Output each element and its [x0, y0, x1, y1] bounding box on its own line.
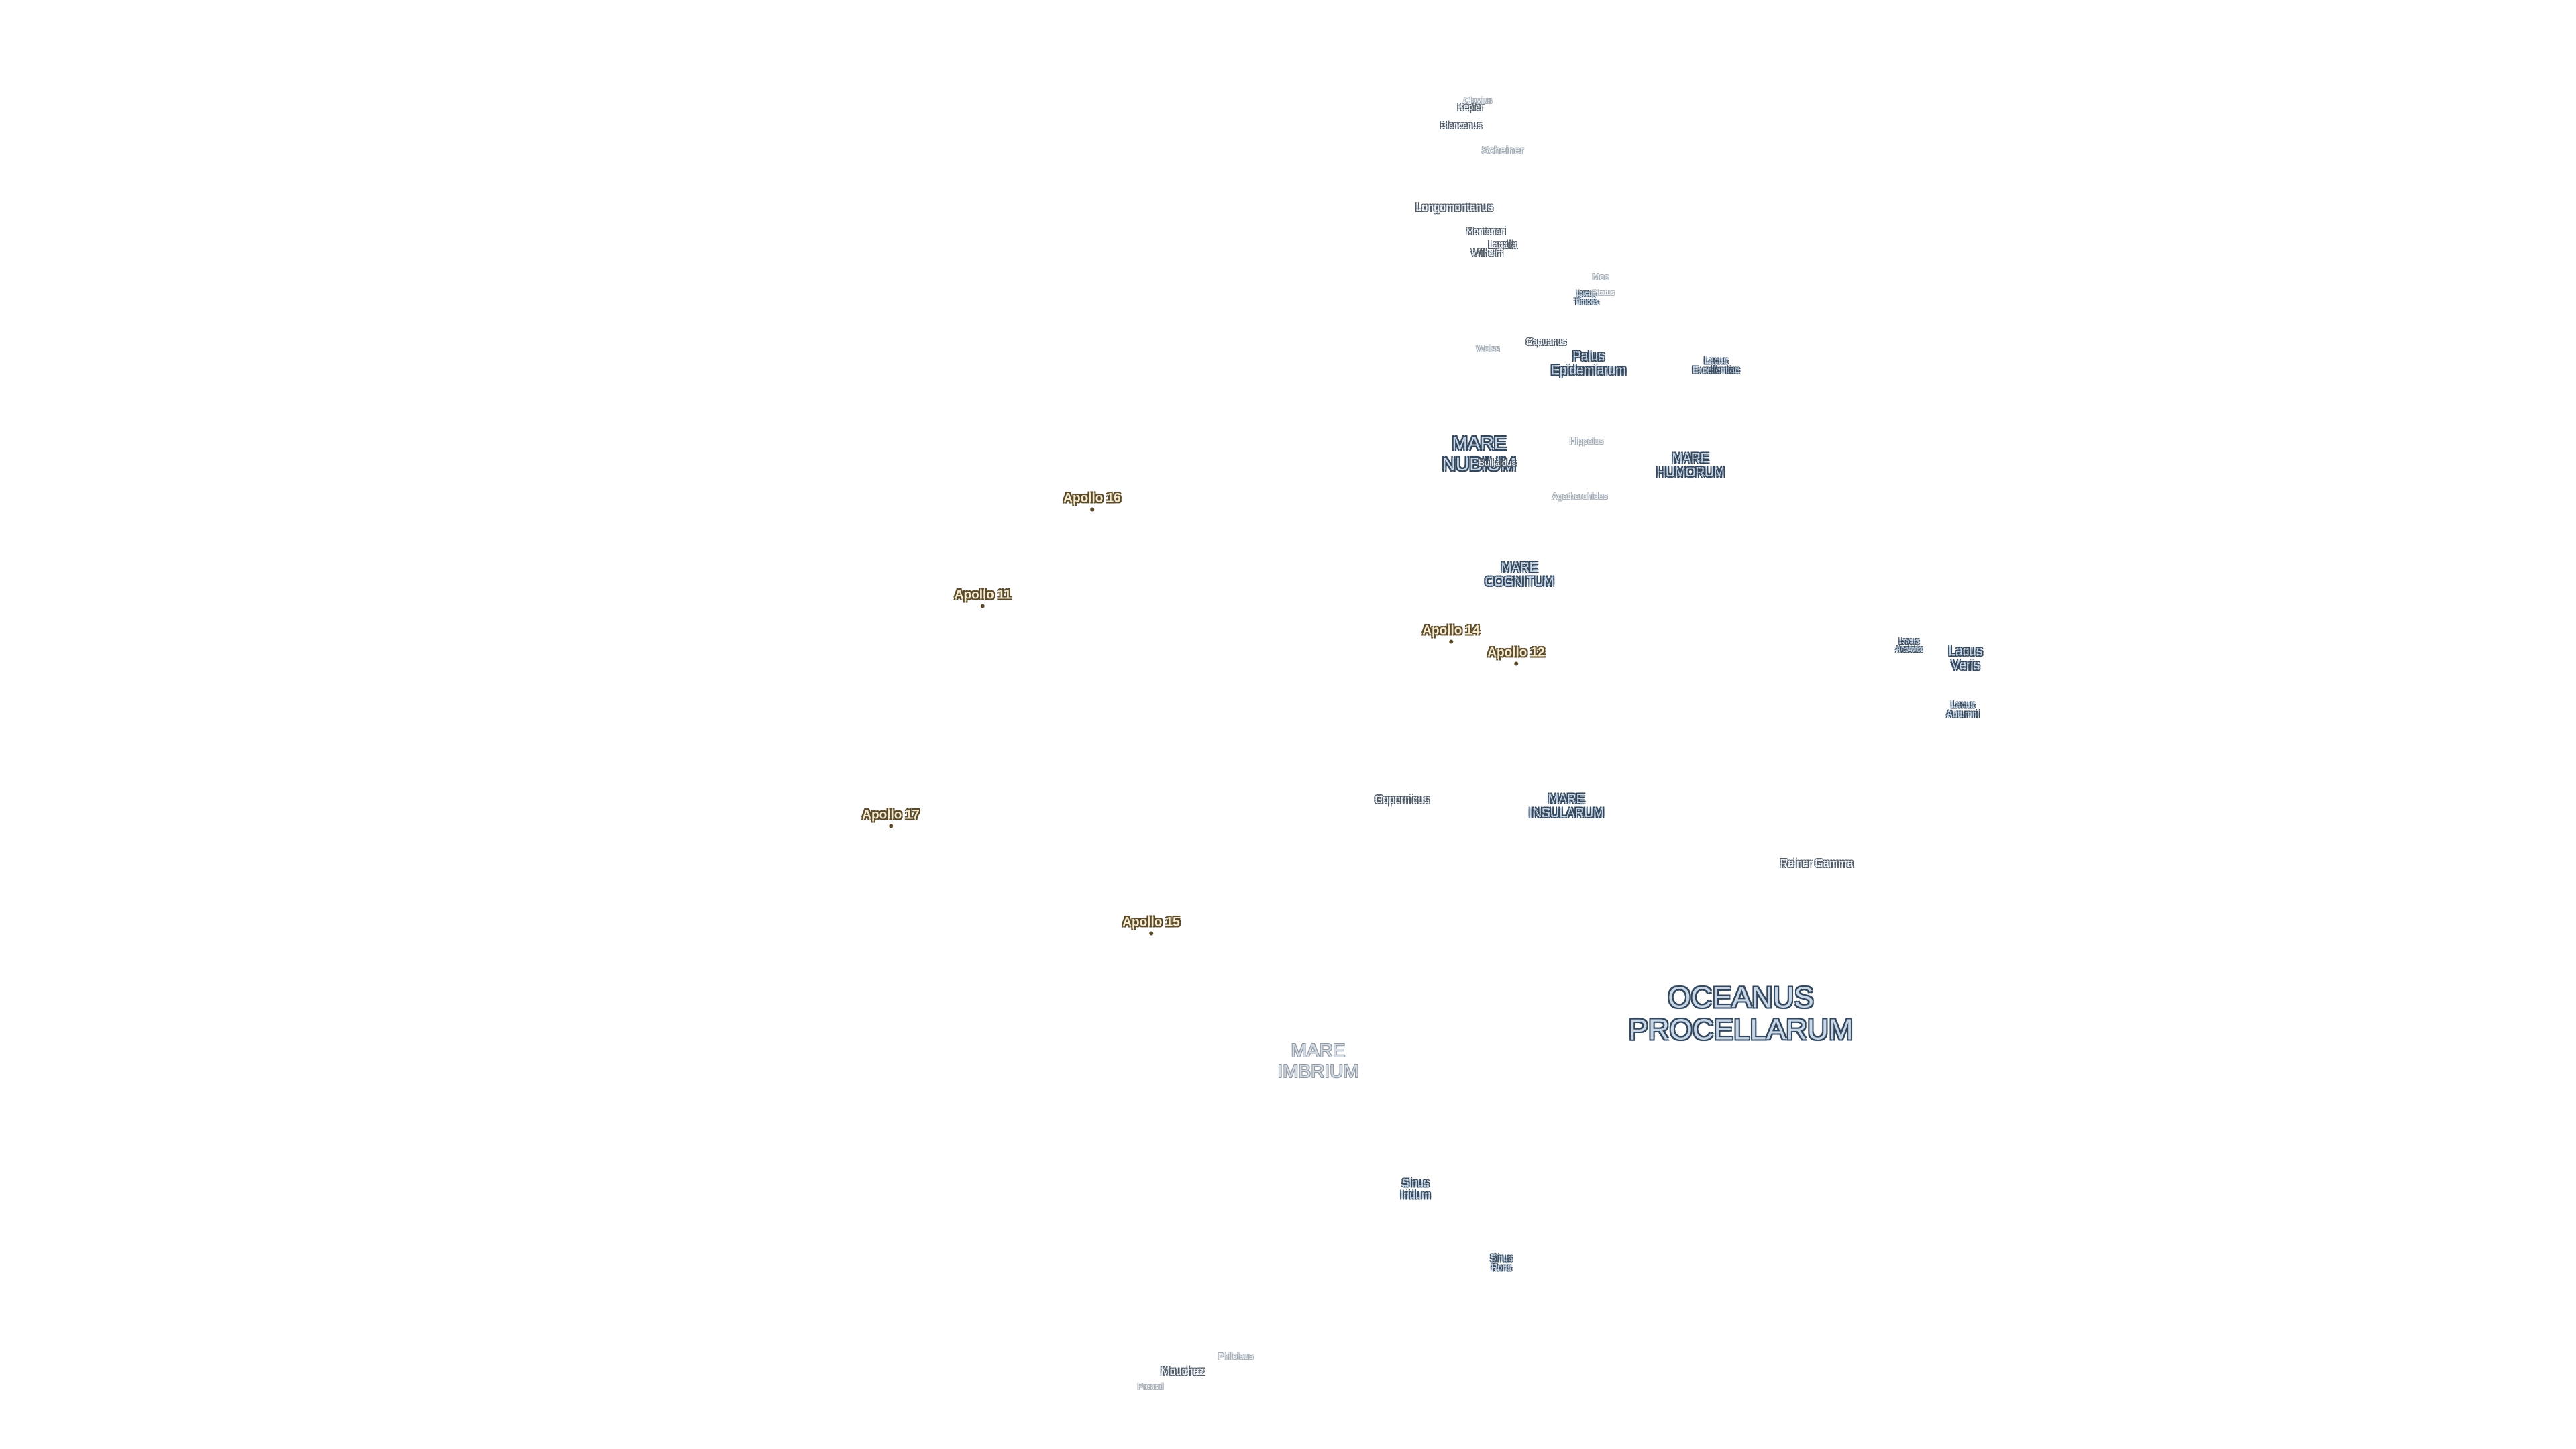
label-apollo-16[interactable]: Apollo 16 — [1063, 492, 1121, 512]
landing-site-marker — [1448, 639, 1453, 644]
label-crater-longomontanus[interactable]: Longomontanus — [1415, 202, 1493, 214]
label-crater-lagalla[interactable]: Lagalla — [1489, 239, 1517, 250]
label-apollo-14[interactable]: Apollo 14 — [1422, 624, 1480, 644]
label-crater-clavius[interactable]: Clavius — [1463, 95, 1493, 105]
label-crater-weiss[interactable]: Weiss — [1476, 343, 1500, 354]
label-apollo-15[interactable]: Apollo 15 — [1122, 916, 1180, 936]
label-crater-philolaus[interactable]: Philolaus — [1218, 1350, 1254, 1361]
label-crater-wilhelm[interactable]: Wilhelm — [1471, 247, 1503, 258]
label-crater-bullialdus[interactable]: Bullialdus — [1479, 457, 1516, 468]
label-mare-insularum[interactable]: MARE INSULARUM — [1529, 792, 1604, 820]
label-mare-nubium[interactable]: MARE NUBIUM — [1442, 433, 1517, 474]
landing-site-marker — [888, 824, 893, 828]
label-crater-hippalus[interactable]: Hippalus — [1569, 435, 1604, 446]
label-lacus-timoris[interactable]: Lacus Timoris — [1574, 289, 1599, 306]
landing-site-marker — [981, 604, 985, 608]
label-palus-epidemiarum[interactable]: Palus Epidemiarum — [1551, 350, 1626, 378]
label-crater-kepler[interactable]: Kepler — [1458, 101, 1483, 112]
label-lacus-aestatis[interactable]: Lacus Aestatis — [1896, 637, 1923, 653]
label-crater-copernicus[interactable]: Copernicus — [1375, 794, 1430, 806]
label-oceanus-procellarum[interactable]: OCEANUS PROCELLARUM — [1628, 981, 1854, 1046]
label-crater-pascal[interactable]: Pascal — [1137, 1381, 1164, 1391]
label-crater-mee[interactable]: Mee — [1592, 271, 1609, 282]
landing-site-marker — [1513, 661, 1518, 666]
label-crater-scheiner[interactable]: Scheiner — [1481, 145, 1524, 157]
label-crater-blancanus[interactable]: Blancanus — [1440, 119, 1482, 130]
label-crater-mouchez[interactable]: Mouchez — [1161, 1366, 1205, 1378]
label-mare-imbrium[interactable]: MARE IMBRIUM — [1277, 1040, 1359, 1081]
label-apollo-11[interactable]: Apollo 11 — [955, 588, 1011, 608]
label-lacus-excellentiae[interactable]: Lacus Excellentiae — [1692, 355, 1740, 375]
label-sinus-roris[interactable]: Sinus Roris — [1490, 1252, 1513, 1273]
label-apollo-12[interactable]: Apollo 12 — [1487, 646, 1545, 666]
label-apollo-17[interactable]: Apollo 17 — [862, 808, 920, 828]
label-crater-reiner-gamma[interactable]: Reiner Gamma — [1780, 858, 1854, 870]
label-lacus-veris[interactable]: Lacus Veris — [1948, 645, 1983, 673]
label-crater-capuanus[interactable]: Capuanus — [1526, 336, 1566, 347]
label-mare-cognitum[interactable]: MARE COGNITUM — [1485, 561, 1554, 589]
landing-site-marker — [1089, 507, 1094, 512]
label-mare-humorum[interactable]: MARE HUMORUM — [1656, 451, 1725, 480]
label-crater-montanari[interactable]: Montanari — [1466, 225, 1505, 236]
label-sinus-iridum[interactable]: Sinus Iridum — [1400, 1177, 1431, 1201]
landing-site-marker — [1148, 931, 1153, 936]
label-lacus-autumni[interactable]: Lacus Autumni — [1947, 699, 1979, 719]
label-crater-pitatus[interactable]: Pitatus — [1592, 288, 1615, 297]
label-crater-agatharchides[interactable]: Agatharchides — [1552, 490, 1608, 501]
